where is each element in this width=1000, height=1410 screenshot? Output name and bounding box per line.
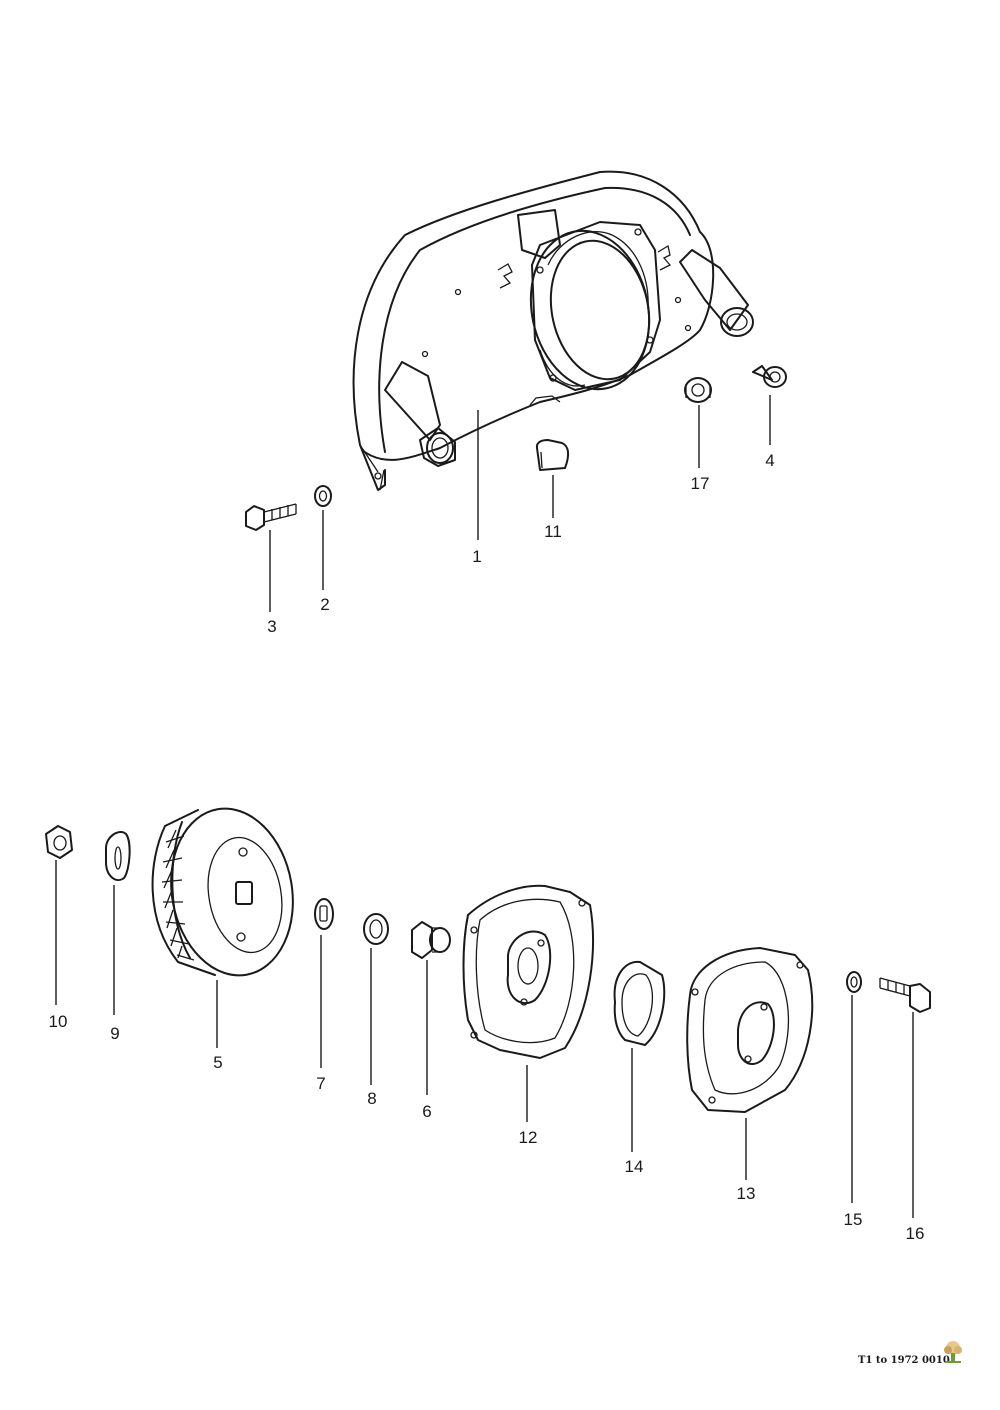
callout-12: 12: [518, 1128, 538, 1147]
tree-logo-icon: [944, 1341, 962, 1363]
backplate-part-12: [462, 884, 594, 1059]
callout-7: 7: [316, 1074, 326, 1093]
bolt-part-16: [879, 977, 931, 1013]
cover-plate-part-13: [686, 947, 814, 1113]
washer-part-8: [363, 913, 389, 945]
callout-8: 8: [367, 1089, 377, 1108]
plug-part-4: [752, 365, 787, 388]
nut-part-10: [45, 825, 73, 859]
callout-13: 13: [736, 1184, 756, 1203]
grommet-part-17: [684, 377, 712, 403]
callout-6: 6: [422, 1102, 432, 1121]
callout-15: 15: [843, 1210, 863, 1229]
callout-3: 3: [267, 617, 277, 636]
callout-5: 5: [213, 1053, 223, 1072]
cover-plate-part-11: [535, 439, 570, 471]
spacer-part-7: [314, 898, 334, 930]
callout-9: 9: [110, 1024, 120, 1043]
seal-ring-part-14: [613, 960, 666, 1046]
callout-17: 17: [690, 474, 710, 493]
callout-4: 4: [765, 451, 775, 470]
washer-part-15: [846, 971, 862, 993]
leader-lines: [55, 395, 914, 1218]
callout-11: 11: [544, 522, 562, 541]
footer-reference: T1 to 1972 0010: [858, 1355, 950, 1366]
lock-washer-part-9: [105, 830, 131, 881]
pulley-part-5: [151, 807, 294, 977]
callout-10: 10: [48, 1012, 68, 1031]
hub-nut-part-6: [411, 921, 451, 959]
callout-2: 2: [320, 595, 330, 614]
callout-1: 1: [472, 547, 482, 566]
washer-part-2: [314, 485, 332, 507]
fan-housing-part-1: [352, 170, 754, 491]
bolt-part-3: [245, 503, 297, 531]
callout-16: 16: [905, 1224, 925, 1243]
callout-14: 14: [624, 1157, 644, 1176]
